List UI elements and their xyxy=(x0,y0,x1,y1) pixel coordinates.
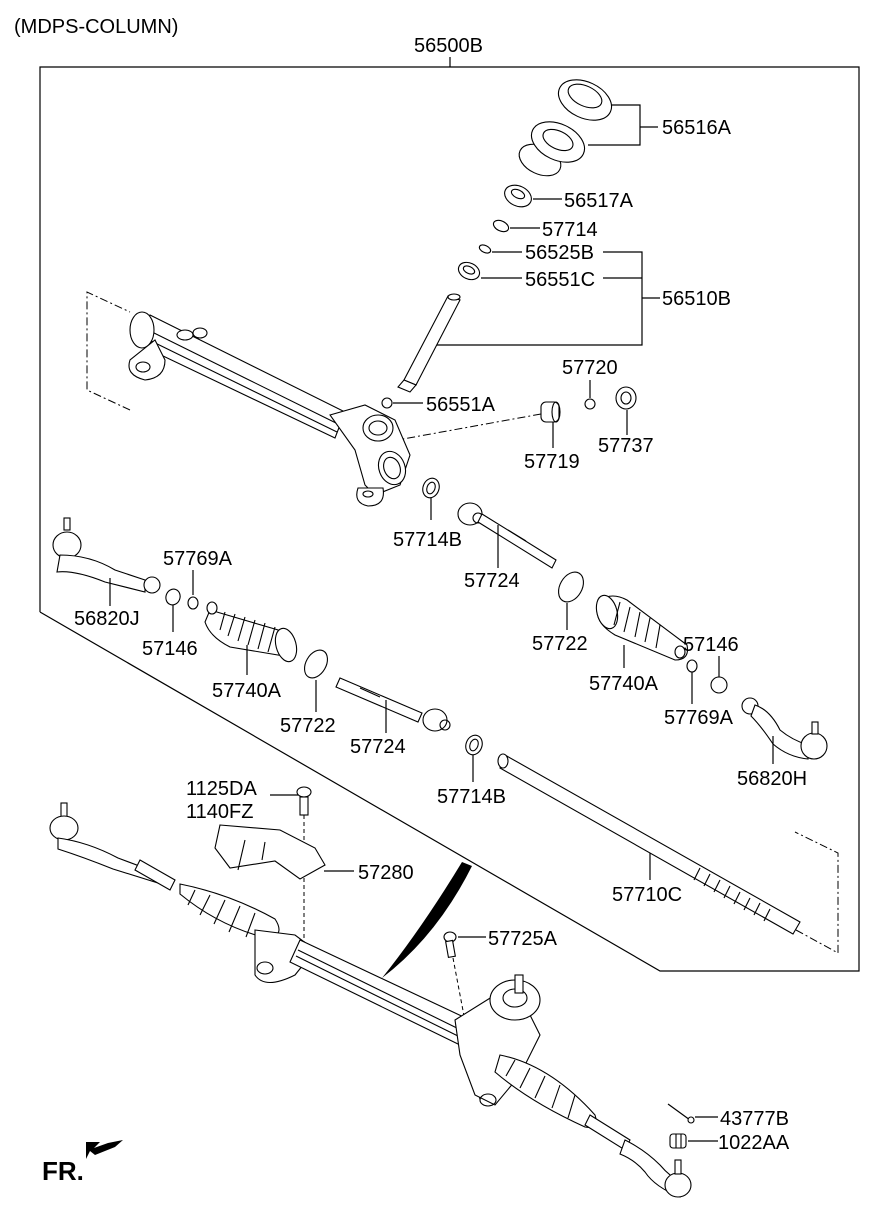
label-57740A-right[interactable]: 57740A xyxy=(589,673,659,695)
label-57714[interactable]: 57714 xyxy=(542,219,598,241)
part-57737-drawing xyxy=(615,386,637,410)
part-56820H-drawing xyxy=(741,697,828,760)
label-56820H[interactable]: 56820H xyxy=(737,768,807,790)
part-57146-left-drawing xyxy=(165,588,181,606)
part-57769A-right-drawing xyxy=(686,659,698,673)
label-57722-right[interactable]: 57722 xyxy=(532,633,588,655)
part-56551A-drawing xyxy=(381,397,393,409)
diagram-title: (MDPS-COLUMN) xyxy=(14,16,178,38)
label-57280[interactable]: 57280 xyxy=(358,862,414,884)
part-57740A-right-drawing xyxy=(595,594,689,661)
part-57714-drawing xyxy=(492,219,510,233)
label-57725A[interactable]: 57725A xyxy=(488,928,558,950)
label-56517A[interactable]: 56517A xyxy=(564,190,634,212)
label-57769A-left[interactable]: 57769A xyxy=(163,548,233,570)
part-57725A-bolt-drawing xyxy=(443,931,457,959)
part-57722-right-drawing xyxy=(558,571,584,603)
part-57146-right-drawing xyxy=(710,676,728,694)
label-57769A-right[interactable]: 57769A xyxy=(664,707,734,729)
label-56510B[interactable]: 56510B xyxy=(662,288,731,310)
pointer-wedge xyxy=(382,862,472,978)
part-57714B-upper-drawing xyxy=(422,477,440,499)
label-57714B-upper[interactable]: 57714B xyxy=(393,529,462,551)
part-57724-right-drawing xyxy=(457,502,557,569)
part-57724-left-drawing xyxy=(335,677,451,732)
part-56525B-drawing xyxy=(478,244,492,254)
label-57146-right[interactable]: 57146 xyxy=(683,634,739,656)
part-56517A-drawing xyxy=(504,184,532,208)
assembly-label[interactable]: 56500B xyxy=(414,35,483,57)
label-1140FZ[interactable]: 1140FZ xyxy=(186,801,253,823)
front-direction-label: FR. xyxy=(42,1156,84,1186)
label-57740A-left[interactable]: 57740A xyxy=(212,680,282,702)
part-pinion-shaft-drawing xyxy=(397,293,461,393)
label-1022AA[interactable]: 1022AA xyxy=(718,1132,790,1154)
label-56516A[interactable]: 56516A xyxy=(662,117,732,139)
part-57280-drawing xyxy=(214,824,326,880)
steering-gear-assembly-drawing xyxy=(49,802,692,1198)
label-56525B[interactable]: 56525B xyxy=(525,242,594,264)
part-43777B-drawing xyxy=(667,1103,695,1124)
label-57146-left[interactable]: 57146 xyxy=(142,638,198,660)
part-57740A-left-drawing xyxy=(204,601,298,663)
front-arrow-icon xyxy=(86,1140,123,1159)
label-57710C[interactable]: 57710C xyxy=(612,884,682,906)
label-1125DA[interactable]: 1125DA xyxy=(186,778,257,800)
label-43777B[interactable]: 43777B xyxy=(720,1108,789,1130)
assembly-frame xyxy=(39,57,860,972)
label-57724-right[interactable]: 57724 xyxy=(464,570,520,592)
label-57714B-lower[interactable]: 57714B xyxy=(437,786,506,808)
part-57722-left-drawing xyxy=(303,649,329,679)
label-56551A[interactable]: 56551A xyxy=(426,394,496,416)
part-56516A-drawing xyxy=(518,79,613,177)
label-57720[interactable]: 57720 xyxy=(562,357,618,379)
label-57724-left[interactable]: 57724 xyxy=(350,736,406,758)
part-57719-drawing xyxy=(540,401,561,423)
label-56820J[interactable]: 56820J xyxy=(74,608,140,630)
part-57720-drawing xyxy=(584,398,596,410)
part-1022AA-drawing xyxy=(669,1133,687,1149)
label-56551C[interactable]: 56551C xyxy=(525,269,595,291)
part-57769A-left-drawing xyxy=(187,596,199,610)
part-1125DA-bolt-drawing xyxy=(296,786,312,816)
steering-gear-housing-upper-drawing xyxy=(86,291,411,507)
part-56820J-drawing xyxy=(52,517,161,594)
part-57710C-drawing xyxy=(497,753,839,954)
label-57722-left[interactable]: 57722 xyxy=(280,715,336,737)
part-56551C-drawing xyxy=(457,261,481,281)
label-57737[interactable]: 57737 xyxy=(598,435,654,457)
part-57714B-lower-drawing xyxy=(465,734,483,756)
label-57719[interactable]: 57719 xyxy=(524,451,580,473)
